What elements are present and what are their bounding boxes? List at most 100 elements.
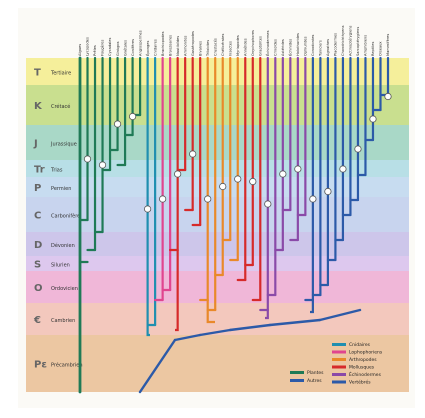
period-name: Jurassique: [50, 142, 77, 148]
taxon-label: Cnidaires: [153, 39, 157, 56]
legend-swatch: [332, 350, 346, 354]
period-band: [26, 232, 409, 256]
divergence-node: [294, 165, 302, 173]
taxon-label: Crustacés: [213, 38, 217, 56]
clade-link: [206, 300, 215, 324]
period-name: Permien: [51, 186, 71, 192]
taxon-label: Insectes: [228, 41, 232, 56]
taxon-label: Algues: [78, 44, 82, 56]
legend-label: Vertébrés: [349, 379, 371, 386]
period-name: Dévonien: [51, 242, 75, 249]
period-letter: C: [34, 211, 41, 222]
taxon-label: Annélides: [243, 38, 247, 56]
period-name: Trias: [50, 168, 63, 174]
taxon-label: Holothurides: [296, 33, 300, 56]
taxon-label: Cycadales: [108, 37, 112, 56]
taxon-label: Échinodermes: [265, 30, 270, 56]
divergence-node: [83, 155, 92, 163]
taxon-label: Conifères: [131, 39, 135, 56]
taxon-label: Chélicérates: [221, 34, 225, 56]
divergence-node: [339, 165, 347, 173]
period-band: [26, 256, 409, 271]
taxon-label: Conodontes: [311, 34, 315, 56]
taxon-label: Nautiloïdes: [176, 36, 180, 56]
trunk-segment: [173, 333, 202, 342]
taxon-label: Graptolites: [258, 36, 262, 56]
taxon-label: Brachiopodes: [161, 31, 165, 56]
taxon-label: Tuniciers: [319, 40, 323, 57]
clade-link: [310, 300, 314, 314]
period-name: Ordovicien: [51, 286, 78, 292]
trunk-segment: [228, 323, 272, 332]
taxon-label: Crinoïdes: [274, 39, 278, 56]
taxon-label: Oiseaux: [379, 41, 383, 56]
divergence-node: [219, 182, 227, 191]
trunk-segment: [268, 318, 322, 327]
taxon-label: Gnétales: [123, 40, 127, 56]
taxon-label: Reptiles: [371, 42, 375, 56]
divergence-node: [113, 120, 122, 128]
period-letter: O: [34, 283, 43, 294]
legend-label: Arthropodes: [349, 357, 377, 363]
legend-swatch: [332, 373, 346, 376]
period-band: [26, 303, 409, 335]
period-name: Tertiaire: [50, 71, 71, 77]
legend-swatch: [290, 371, 304, 374]
period-band: [26, 197, 409, 232]
divergence-node: [384, 92, 392, 101]
period-band: [26, 58, 409, 85]
legend-label: Échinodermes: [349, 370, 382, 378]
taxon-label: Lycopodes: [86, 37, 90, 56]
divergence-node: [128, 112, 137, 121]
taxon-label: Mammifères: [386, 34, 390, 56]
period-letter: D: [34, 240, 42, 251]
legend-swatch: [332, 365, 346, 369]
divergence-node: [309, 195, 317, 203]
phylogenetic-tree: [78, 56, 392, 394]
taxon-label: Ginkgos: [116, 41, 120, 56]
period-letter: Tr: [34, 165, 45, 176]
period-band: [26, 125, 409, 160]
legend-swatch: [332, 380, 346, 384]
divergence-node: [144, 205, 152, 213]
divergence-node: [279, 170, 287, 178]
divergence-node: [324, 187, 332, 196]
divergence-node: [354, 145, 362, 153]
period-letter: P: [34, 183, 41, 194]
legend-label: Cnidaires: [349, 342, 371, 348]
period-name: Carbonifère: [51, 213, 80, 220]
trunk-segment: [198, 328, 232, 337]
legend-label: Mollusques: [349, 365, 375, 371]
period-letter: T: [34, 68, 41, 79]
period-bands: [26, 58, 409, 392]
legend-label: Lophophoriens: [349, 350, 383, 356]
taxon-label: Sarcoptérygiens: [356, 27, 360, 56]
legend-label: Plantes: [307, 370, 324, 376]
legend-swatch: [332, 358, 346, 361]
legend-swatch: [332, 343, 346, 346]
taxon-label: Angiospermes: [138, 30, 142, 56]
period-letter: K: [34, 101, 43, 112]
trunk-segment: [138, 338, 177, 394]
divergence-node: [159, 195, 167, 203]
divergence-node: [264, 200, 272, 208]
divergence-node: [369, 115, 377, 123]
divergence-node: [174, 170, 182, 178]
taxon-label: Prêles: [93, 45, 97, 56]
period-letter: S: [34, 260, 41, 271]
divergence-node: [189, 150, 197, 158]
legend-label: Autres: [307, 378, 322, 384]
period-band: [26, 160, 409, 177]
period-name: Crétacé: [51, 103, 70, 110]
divergence-node: [249, 177, 257, 186]
period-letter: Pε: [34, 360, 47, 371]
clade-link: [175, 250, 179, 332]
taxon-label: Astérides: [281, 39, 285, 56]
period-name: Précambrien: [51, 362, 83, 369]
period-letter: J: [33, 139, 38, 150]
